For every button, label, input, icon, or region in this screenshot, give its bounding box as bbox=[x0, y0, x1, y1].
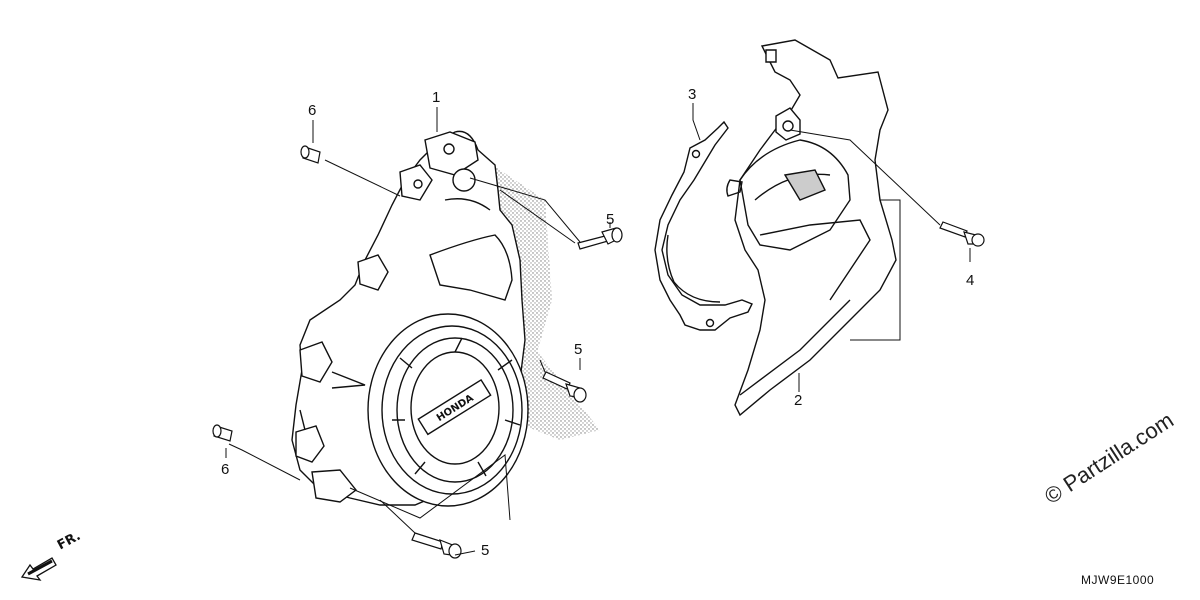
cover-seal-part-3[interactable] bbox=[654, 120, 753, 331]
callout-5-middle: 5 bbox=[574, 341, 583, 358]
bolt-part-5-middle[interactable] bbox=[542, 371, 587, 403]
callout-3: 3 bbox=[688, 86, 697, 103]
dowel-pin-part-6-lower[interactable] bbox=[212, 424, 233, 442]
left-crankcase-cover-part-1[interactable]: HONDA bbox=[291, 130, 600, 507]
front-direction-arrow-icon bbox=[20, 557, 57, 581]
callout-5-upper: 5 bbox=[606, 211, 615, 228]
bolt-part-5-lower[interactable] bbox=[411, 532, 462, 559]
sprocket-cover-part-2[interactable] bbox=[726, 39, 897, 417]
dowel-pin-part-6-upper[interactable] bbox=[300, 145, 321, 164]
callout-1: 1 bbox=[432, 89, 441, 106]
callout-4: 4 bbox=[966, 272, 975, 289]
bolt-part-5-upper[interactable] bbox=[577, 227, 623, 250]
bolt-part-4[interactable] bbox=[939, 221, 985, 247]
callout-6-upper: 6 bbox=[308, 102, 317, 119]
callout-5-lower: 5 bbox=[481, 542, 490, 559]
callout-2: 2 bbox=[794, 392, 803, 409]
callout-6-lower: 6 bbox=[221, 461, 230, 478]
diagram-code: MJW9E1000 bbox=[1081, 573, 1155, 587]
leader-lines bbox=[225, 103, 971, 556]
